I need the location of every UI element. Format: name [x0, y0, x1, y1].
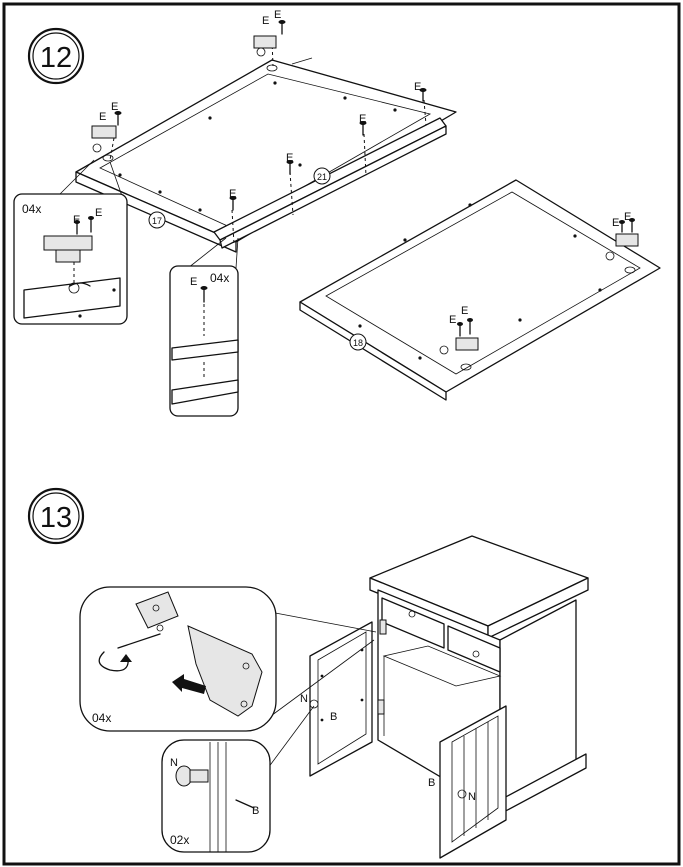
- door-knob-icon: N B: [428, 777, 476, 803]
- screw-label: B: [330, 711, 337, 723]
- screw-label: E: [286, 152, 293, 164]
- svg-text:17: 17: [152, 216, 162, 226]
- step-13-number: 13: [40, 502, 72, 534]
- cabinet-door-left: [309, 621, 373, 777]
- cabinet-door-right: [439, 705, 507, 859]
- screw-label: E: [461, 305, 468, 317]
- screw-label: E: [274, 9, 281, 21]
- screw-label: E: [111, 101, 118, 113]
- part-21-label: 21: [313, 167, 331, 185]
- knob-detail-callout: 02x N B: [161, 705, 315, 853]
- callout-count: 04x: [210, 271, 229, 285]
- screw-icon: [200, 286, 208, 303]
- knob-label: N: [468, 791, 476, 803]
- door-knob-icon: N B: [300, 693, 337, 723]
- step-13-number-badge: 13: [27, 487, 85, 545]
- screw-icon: [359, 121, 367, 136]
- knob-label: N: [170, 757, 178, 769]
- screw-label: E: [73, 214, 80, 226]
- screw-label: E: [359, 113, 366, 125]
- screw-label: E: [99, 111, 106, 123]
- hinge-plate-icon: [253, 35, 278, 72]
- callout-count: 04x: [22, 202, 41, 216]
- screw-icon: [114, 111, 122, 126]
- step-12-number: 12: [40, 42, 72, 74]
- screw-label: E: [449, 314, 456, 326]
- part-18-label: 18: [349, 333, 367, 351]
- screw-label: E: [190, 276, 197, 288]
- screw-label: E: [624, 211, 631, 223]
- callout-count: 02x: [170, 833, 189, 847]
- screw-icon: [229, 196, 237, 211]
- callout-count: 04x: [92, 711, 111, 725]
- knob-icon: [175, 765, 209, 787]
- hinge-detail-callout-left: 04x E E: [13, 159, 128, 325]
- screw-label: E: [414, 81, 421, 93]
- screw-label: E: [612, 217, 619, 229]
- hinge-plate-icon: [91, 125, 117, 162]
- screw-label: B: [252, 805, 259, 817]
- knob-label: N: [300, 693, 308, 705]
- step-12: 12: [13, 9, 661, 417]
- hinge-plate-icon: [439, 337, 479, 371]
- top-panel-17: [75, 57, 457, 253]
- part-17-label: 17: [148, 211, 166, 229]
- screw-icon: [278, 20, 286, 35]
- cabinet: [369, 535, 589, 815]
- screw-icon: [286, 160, 294, 175]
- screw-label: E: [229, 188, 236, 200]
- svg-text:18: 18: [353, 338, 363, 348]
- screw-label: E: [95, 207, 102, 219]
- hinge-detail-callout: 04x: [79, 586, 377, 732]
- screw-label: B: [428, 777, 435, 789]
- svg-text:21: 21: [317, 172, 327, 182]
- screw-icon: [419, 88, 427, 102]
- screw-label: E: [262, 15, 269, 27]
- screw-detail-callout-right: 04x E: [169, 237, 239, 417]
- bottom-panel-18: [299, 179, 661, 401]
- step-12-number-badge: 12: [27, 27, 85, 85]
- hinge-plate-icon: [605, 233, 639, 274]
- step-13: 13: [27, 487, 589, 859]
